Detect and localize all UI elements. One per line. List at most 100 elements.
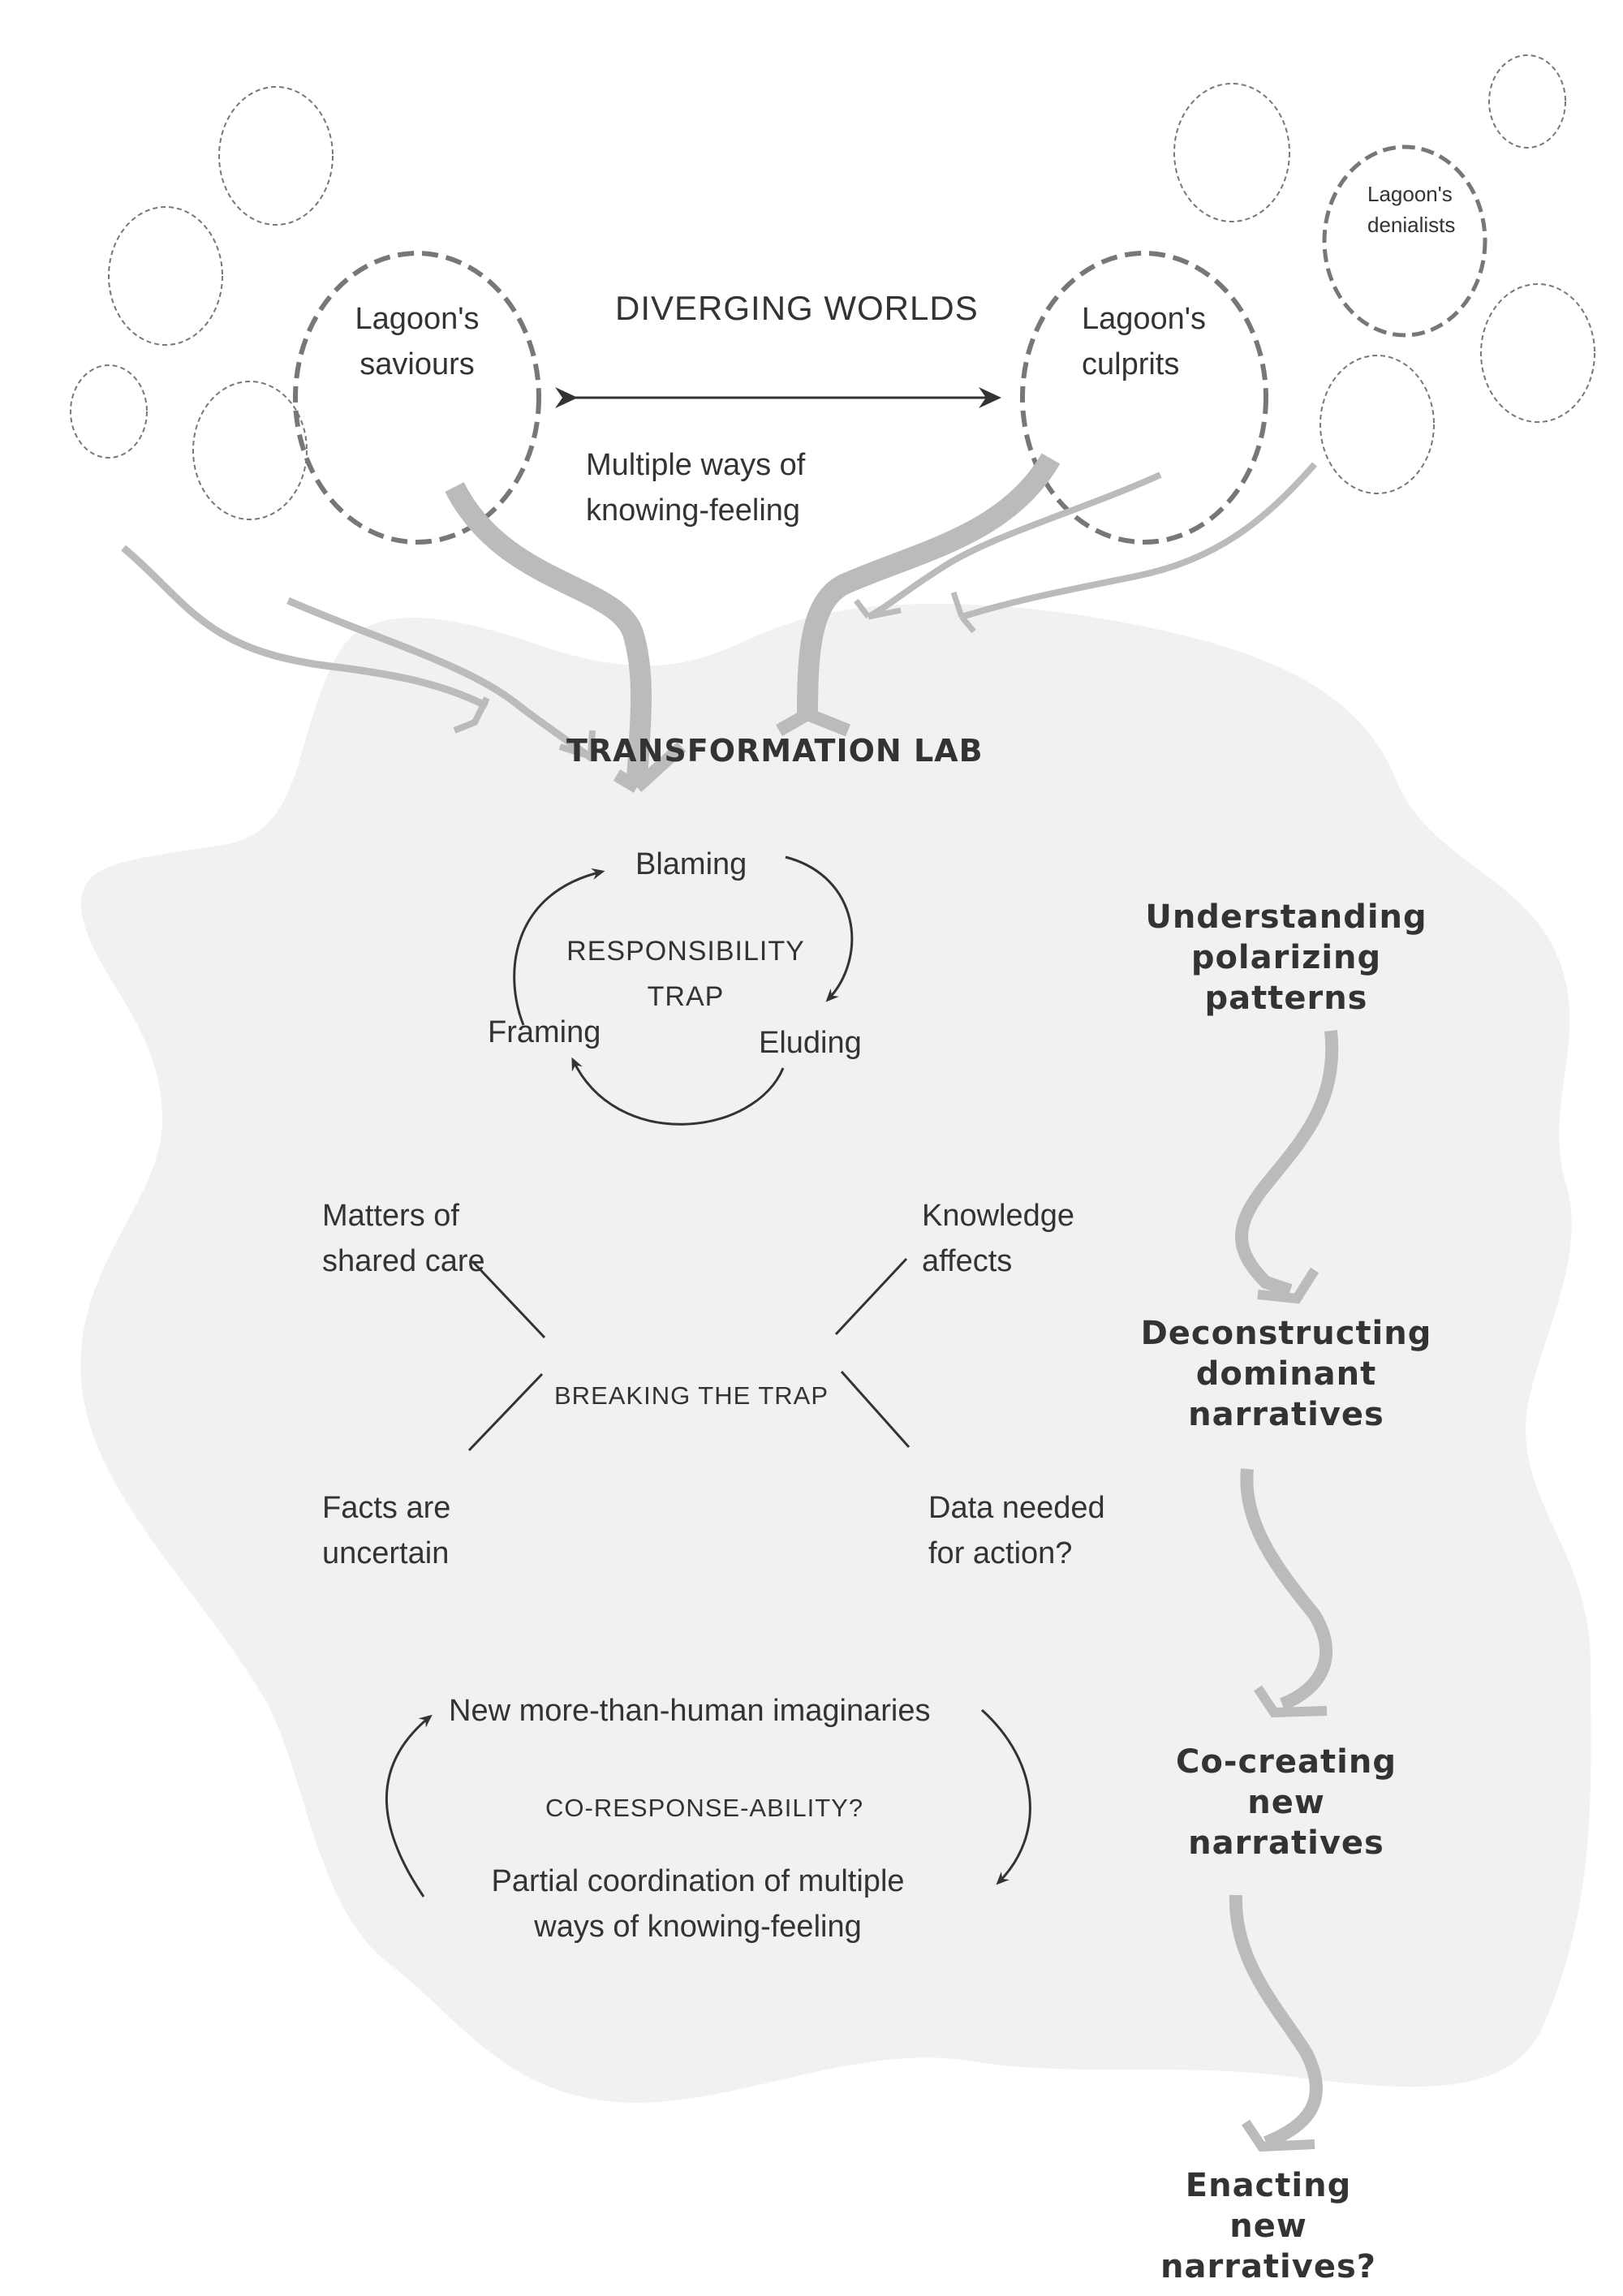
- step-arrow-icon: [1242, 2119, 1315, 2152]
- transformation-lab-area: [80, 603, 1591, 2103]
- branch-facts-are-uncertain: Facts are uncertain: [322, 1485, 450, 1576]
- denialists-label: Lagoon's denialists: [1367, 179, 1455, 240]
- group-circle: [192, 381, 308, 520]
- node-framing: Framing: [488, 1015, 601, 1049]
- branch-knowledge-affects: Knowledge affects: [922, 1193, 1074, 1284]
- group-circle: [1480, 283, 1595, 423]
- diverging-worlds-label: DIVERGING WORLDS: [615, 289, 979, 327]
- step-arrow-icon: [1229, 1894, 1323, 2149]
- branch-line: [840, 1371, 911, 1448]
- step-arrow-icon: [1254, 1685, 1328, 1718]
- denialists-circle: [1322, 144, 1487, 338]
- denialists-line-1: Lagoon's: [1367, 182, 1453, 206]
- step-arrow-icon: [1240, 1468, 1333, 1711]
- branch-line-text: shared care: [322, 1244, 485, 1278]
- saviours-circle: [293, 251, 541, 545]
- cycle-arrow-icon: [513, 868, 605, 1026]
- inflow-arrow-icon: [867, 472, 1162, 620]
- multiple-ways-line-2: knowing-feeling: [586, 493, 801, 528]
- co-response-bottom-line-1: Partial coordination of multiple: [491, 1864, 905, 1898]
- branch-line-text: Facts are: [322, 1491, 451, 1525]
- step-arrow-icon: [1257, 1267, 1319, 1304]
- multiple-ways-line-1: Multiple ways of: [586, 448, 806, 482]
- breaking-the-trap-center: BREAKING THE TRAP: [554, 1381, 829, 1410]
- co-response-center: CO-RESPONSE-ABILITY?: [545, 1794, 864, 1822]
- step-deconstructing: Deconstructing dominant narratives: [1124, 1313, 1449, 1435]
- step-line: new: [1229, 2208, 1307, 2245]
- co-response-bottom-line-2: ways of knowing-feeling: [534, 1910, 862, 1944]
- group-circle: [70, 364, 148, 459]
- inflow-arrow-icon: [776, 708, 850, 737]
- step-line: patterns: [1204, 980, 1368, 1017]
- inflow-arrow-icon: [797, 453, 1061, 715]
- node-blaming: Blaming: [635, 847, 747, 881]
- responsibility-trap-center: RESPONSIBILITY TRAP: [552, 928, 820, 1019]
- branch-line: [834, 1257, 908, 1336]
- step-enacting: Enacting new narratives?: [1106, 2165, 1431, 2287]
- step-co-creating: Co-creating new narratives: [1124, 1742, 1449, 1863]
- background-groups-left: [70, 86, 334, 520]
- saviours-label: Lagoon's saviours: [336, 296, 498, 387]
- culprits-circle: [1020, 251, 1268, 545]
- inflow-arrow-icon: [453, 696, 490, 734]
- inflow-arrows: [121, 453, 1317, 793]
- node-eluding: Eluding: [759, 1026, 862, 1060]
- inflow-arrow-icon: [286, 597, 595, 762]
- co-response-top: New more-than-human imaginaries: [449, 1694, 931, 1728]
- culprits-line-2: culprits: [1082, 347, 1180, 381]
- branch-line-text: uncertain: [322, 1536, 450, 1570]
- branch-line: [467, 1372, 544, 1452]
- responsibility-trap-line-2: TRAP: [647, 981, 725, 1012]
- branch-line-text: Data needed: [928, 1491, 1105, 1525]
- step-line: narratives?: [1160, 2248, 1376, 2285]
- culprits-label: Lagoon's culprits: [1082, 296, 1206, 387]
- denialists-line-2: denialists: [1367, 213, 1456, 237]
- step-line: Co-creating: [1176, 1743, 1397, 1781]
- cycle-arrow-icon: [785, 855, 854, 1002]
- step-line: dominant: [1195, 1355, 1377, 1393]
- branch-line-text: for action?: [928, 1536, 1073, 1570]
- group-circle: [1319, 355, 1435, 494]
- transformation-lab-title: TRANSFORMATION LAB: [566, 733, 984, 769]
- saviours-line-1: Lagoon's: [355, 302, 480, 336]
- group-circle: [1488, 54, 1566, 149]
- step-line: Deconstructing: [1140, 1315, 1432, 1352]
- inflow-arrow-icon: [960, 462, 1317, 620]
- cycle-arrow-icon: [571, 1057, 785, 1126]
- step-arrow-icon: [1235, 1030, 1339, 1297]
- multiple-ways-label: Multiple ways of knowing-feeling: [586, 442, 805, 533]
- culprits-line-1: Lagoon's: [1082, 302, 1207, 336]
- branch-line-text: Knowledge: [922, 1199, 1075, 1233]
- inflow-arrow-icon: [445, 481, 652, 780]
- step-line: polarizing: [1190, 939, 1382, 976]
- co-response-cycle: [385, 1708, 1031, 1898]
- group-circle: [108, 206, 223, 346]
- inflow-arrow-icon: [121, 545, 489, 710]
- step-line: Understanding: [1145, 898, 1427, 936]
- inflow-arrow-icon: [950, 591, 976, 634]
- step-line: Enacting: [1185, 2167, 1352, 2204]
- step-line: narratives: [1188, 1396, 1384, 1433]
- breaking-the-trap-branches: [467, 1257, 911, 1452]
- cycle-arrow-icon: [385, 1714, 433, 1898]
- step-understanding: Understanding polarizing patterns: [1124, 897, 1449, 1019]
- step-line: new: [1247, 1784, 1325, 1821]
- saviours-line-2: saviours: [359, 347, 475, 381]
- inflow-arrow-icon: [613, 742, 687, 793]
- branch-line-text: Matters of: [322, 1199, 459, 1233]
- step-line: narratives: [1188, 1824, 1384, 1862]
- cycle-arrow-icon: [980, 1708, 1031, 1885]
- responsibility-trap-line-1: RESPONSIBILITY: [566, 936, 805, 967]
- group-circle: [218, 86, 334, 226]
- step-arrows: [1229, 1030, 1339, 2152]
- co-response-bottom: Partial coordination of multiple ways of…: [454, 1859, 941, 1949]
- branch-line-text: affects: [922, 1244, 1013, 1278]
- branch-line: [471, 1260, 546, 1339]
- background-groups-right: [1173, 54, 1595, 494]
- group-circle: [1173, 83, 1290, 222]
- responsibility-trap-cycle: [513, 855, 854, 1126]
- branch-data-needed-for-action: Data needed for action?: [928, 1485, 1105, 1576]
- branch-matters-of-shared-care: Matters of shared care: [322, 1193, 485, 1284]
- inflow-arrow-icon: [558, 730, 596, 760]
